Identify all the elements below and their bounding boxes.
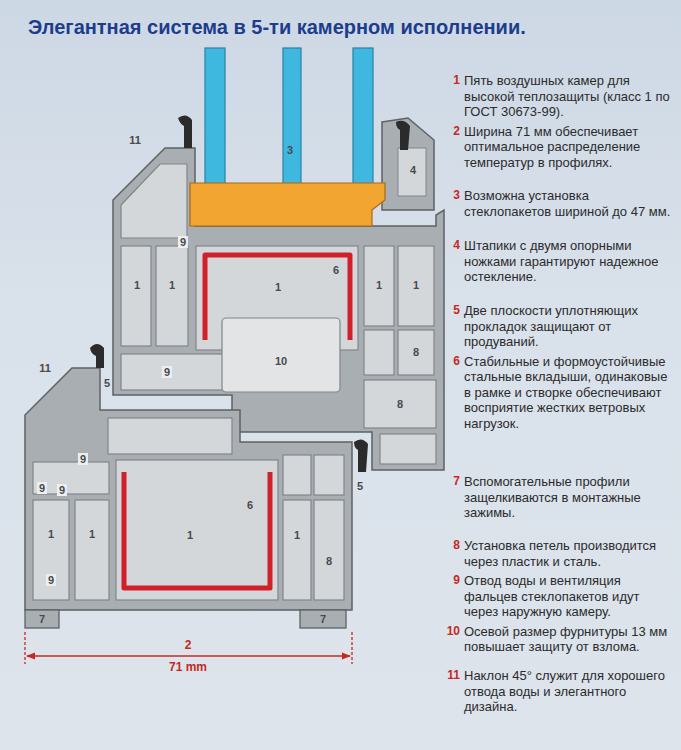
glass-pane: [353, 48, 373, 185]
chamber: [380, 434, 436, 464]
item-text: Штапики с двумя опорными ножками гаранти…: [464, 238, 673, 285]
callout-number: 1: [376, 279, 382, 291]
steel-reinforcement: [124, 472, 270, 588]
callout-number: 9: [78, 453, 88, 465]
chamber: [121, 354, 225, 390]
frame-profile: [25, 368, 352, 610]
callout-number: 1: [169, 279, 175, 291]
callout-number: 9: [162, 366, 172, 378]
callout-number: 7: [39, 613, 45, 625]
item-number: 8: [442, 538, 460, 554]
callout-number: 1: [89, 528, 95, 540]
callout-number: 1: [275, 281, 281, 293]
callout-number: 3: [287, 144, 293, 156]
chamber: [364, 330, 394, 375]
steel-reinforcement: [205, 255, 350, 340]
item-number: 5: [442, 303, 460, 319]
callout-number: 9: [46, 574, 56, 586]
extension-line: [24, 632, 25, 664]
chamber: [33, 500, 69, 600]
auxiliary-profile: [25, 610, 59, 628]
callout-number: 11: [129, 134, 141, 146]
callout-number: 1: [48, 528, 54, 540]
extension-line: [351, 632, 352, 664]
callout-number: 9: [178, 236, 188, 248]
item-text: Отвод воды и вентиляция фальцев стеклопа…: [464, 573, 673, 620]
chamber: [398, 246, 434, 326]
chamber: [121, 164, 187, 238]
item-text: Вспомогательные профили защелкиваются в …: [464, 474, 673, 521]
dimension-label: 2: [185, 639, 192, 651]
callout-number: 8: [326, 555, 332, 567]
gaskets: [90, 115, 410, 472]
callout-number: 9: [57, 484, 67, 496]
chamber: [398, 330, 434, 375]
item-text: Наклон 45° служит для хорошего отвода во…: [464, 668, 673, 715]
item-number: 10: [442, 624, 460, 640]
callout-number: 1: [294, 529, 300, 541]
item-number: 11: [442, 668, 460, 684]
glass-panes: [205, 48, 373, 185]
callout-number: 6: [333, 264, 339, 276]
item-text: Осевой размер фурнитуры 13 мм повышает з…: [464, 624, 673, 655]
title: Элегантная система в 5-ти камерном испол…: [28, 16, 526, 39]
chamber: [364, 246, 394, 326]
callout-number: 1: [187, 529, 193, 541]
callout-number: 8: [397, 398, 403, 410]
gasket: [178, 115, 192, 148]
callout-number: 8: [413, 346, 419, 358]
callout-number: 5: [104, 377, 110, 389]
chamber: [156, 246, 188, 346]
dimension-line: [25, 632, 352, 664]
item-number: 3: [442, 188, 460, 204]
chamber: [314, 500, 344, 600]
chamber: [108, 418, 232, 454]
callout-number: 7: [320, 613, 326, 625]
item-text: Стабильные и формоустойчивые стальные вк…: [464, 354, 673, 432]
bead-chamber: [398, 148, 426, 196]
chamber: [121, 246, 151, 346]
callout-number: 11: [39, 362, 51, 374]
item-text: Установка петель производится через плас…: [464, 538, 673, 569]
item-number: 7: [442, 474, 460, 490]
gasket: [354, 439, 368, 472]
hardware-groove: [222, 318, 340, 392]
callout-number: 1: [134, 279, 140, 291]
dimension-arrow: [27, 655, 350, 656]
chamber: [33, 462, 109, 494]
frame-chambers: [33, 418, 344, 600]
item-number: 6: [442, 354, 460, 370]
chamber: [75, 500, 109, 600]
gasket: [90, 344, 104, 368]
item-text: Пять воздушных камер для высокой теплоза…: [464, 73, 673, 120]
glass-pane: [205, 48, 225, 185]
gasket: [396, 121, 410, 150]
item-text: Ширина 71 мм обеспечивает оптимальное ра…: [464, 124, 673, 171]
chamber: [116, 460, 278, 600]
item-text: Возможна установка стеклопакетов шириной…: [464, 188, 673, 219]
callout-number: 5: [357, 480, 363, 492]
chamber: [283, 500, 311, 600]
item-number: 2: [442, 124, 460, 140]
item-number: 1: [442, 73, 460, 89]
item-number: 9: [442, 573, 460, 589]
glass-pane: [283, 48, 301, 185]
item-text: Две плоскости уплотняющих прокладок защи…: [464, 303, 673, 350]
callout-number: 4: [410, 164, 416, 176]
chamber: [314, 455, 344, 495]
callout-number: 1: [413, 279, 419, 291]
callout-number: 10: [275, 355, 287, 367]
callout-number: 9: [37, 482, 47, 494]
auxiliary-profile: [300, 610, 346, 628]
callout-number: 6: [247, 499, 253, 511]
chamber: [283, 455, 311, 495]
dimension-label: 71 mm: [169, 661, 207, 673]
glazing-bead: [382, 118, 434, 210]
glass-spacer: [190, 183, 385, 226]
item-number: 4: [442, 238, 460, 254]
chamber: [364, 380, 436, 428]
